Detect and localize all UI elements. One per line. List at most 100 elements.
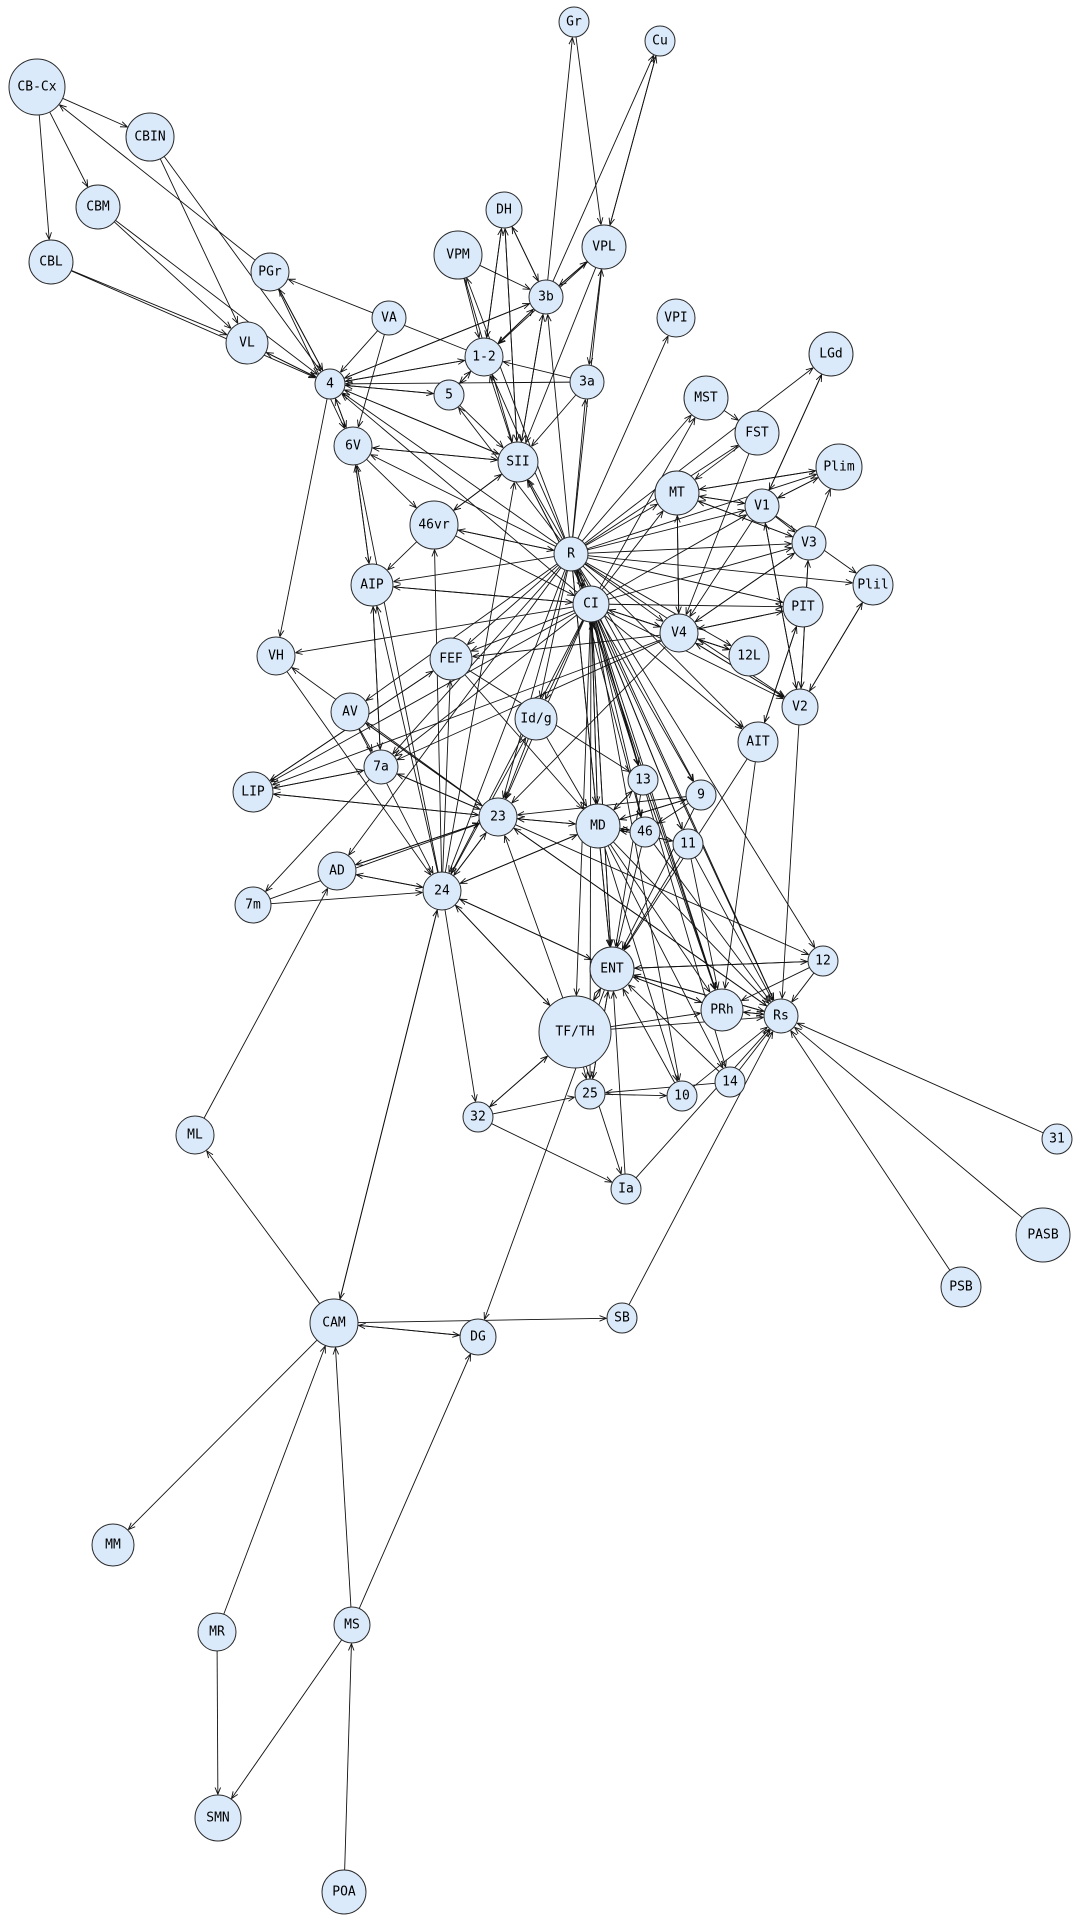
- edge-PGr-to-6V: [277, 288, 344, 428]
- node-Cu: Cu: [644, 25, 676, 57]
- edge-10-to-Rs: [693, 1027, 767, 1087]
- node-LGd: LGd: [808, 331, 854, 377]
- node-label: DG: [470, 1330, 486, 1345]
- edge-4-to-VL: [267, 353, 317, 378]
- node-label: CAM: [322, 1316, 346, 1331]
- node-Gr: Gr: [558, 6, 590, 38]
- edge-12-to-Rs: [792, 972, 815, 1002]
- node-MM: MM: [91, 1523, 135, 1567]
- edge-V4-to-LIP: [273, 639, 662, 785]
- edge-7a-to-7m: [266, 779, 370, 891]
- edge-R-to-VPI: [577, 336, 668, 539]
- edge-R-to-AD: [349, 567, 562, 855]
- edge-7a-to-AIP: [373, 607, 381, 751]
- node-label: 5: [445, 388, 453, 403]
- edge-VPL-to-SII: [526, 267, 597, 442]
- edge-CBM-to-VL: [113, 221, 231, 328]
- edge-AIT-to-PIT: [763, 627, 796, 724]
- edge-R-to-3a: [572, 400, 586, 538]
- edge-MR-to-SMN: [217, 1650, 218, 1794]
- node-circle: [514, 697, 558, 741]
- node-label: 14: [722, 1075, 738, 1090]
- edge-R-to-AIP: [394, 556, 555, 582]
- edge-24-to-FEF: [442, 681, 450, 873]
- node-label: VPM: [446, 248, 470, 263]
- edge-MD-to-ENT: [599, 847, 610, 946]
- node-label: CBIN: [134, 130, 165, 145]
- node-circle: [572, 585, 610, 623]
- node-label: VH: [268, 649, 284, 664]
- node-VH: VH: [256, 636, 296, 676]
- edge-1-2-to-5: [460, 370, 472, 383]
- edge-V3-to-MT: [699, 501, 794, 538]
- node-POA: POA: [321, 1869, 367, 1915]
- edge-6V-to-4: [336, 399, 347, 429]
- node-label: MS: [344, 1618, 360, 1633]
- node-9: 9: [685, 779, 717, 811]
- node-24: 24: [422, 871, 462, 911]
- node-label: FST: [745, 426, 769, 441]
- node-23: 23: [478, 797, 518, 837]
- node-MD: MD: [575, 803, 621, 849]
- node-V3: V3: [791, 525, 827, 561]
- node-circle: [1015, 1207, 1071, 1263]
- node-circle: [744, 488, 780, 524]
- node-circle: [659, 613, 699, 653]
- edge-MD-to-CI: [592, 623, 598, 805]
- edge-CB-Cx-to-CBL: [38, 114, 49, 239]
- node-DG: DG: [459, 1318, 497, 1356]
- edge-AIP-to-6V: [356, 466, 370, 565]
- node-label: SB: [614, 1311, 630, 1326]
- edge-Ia-to-ENT: [613, 992, 626, 1175]
- edge-46-to-MD: [621, 829, 631, 830]
- node-circle: [808, 331, 854, 377]
- node-31: 31: [1041, 1123, 1073, 1155]
- node-circle: [497, 441, 539, 483]
- node-label: VA: [381, 311, 397, 326]
- node-R: R: [553, 536, 589, 572]
- edge-R-to-7a: [393, 566, 561, 754]
- node-14: 14: [714, 1066, 746, 1098]
- edge-CI-to-10: [593, 621, 679, 1081]
- node-circle: [1041, 1123, 1073, 1155]
- edge-32-to-TF/TH: [488, 1056, 547, 1108]
- node-circle: [485, 191, 523, 229]
- edge-CBL-to-VL: [71, 269, 226, 334]
- edge-Plim-to-MT: [700, 470, 817, 490]
- node-circle: [734, 410, 780, 456]
- node-circle: [656, 298, 696, 338]
- edge-7m-to-24: [270, 892, 422, 905]
- node-label: 4: [326, 377, 334, 392]
- node-circle: [781, 688, 819, 726]
- node-circle: [350, 563, 394, 607]
- edge-SII-to-46vr: [454, 473, 503, 510]
- edge-23-to-7a: [398, 774, 481, 810]
- node-label: MD: [590, 819, 606, 834]
- node-CBM: CBM: [75, 184, 121, 230]
- edge-PSB-to-Rs: [791, 1031, 951, 1271]
- edge-layer: [38, 36, 1044, 1871]
- node-TF-TH: TF/TH: [538, 995, 612, 1069]
- edge-SII-to-3b: [520, 315, 543, 443]
- edge-POA-to-MS: [344, 1644, 352, 1871]
- edge-Gr-to-VPL: [575, 36, 601, 224]
- node-label: CI: [583, 597, 599, 612]
- edge-CB-Cx-to-CBM: [49, 111, 88, 187]
- edge-ENT-to-24: [460, 899, 593, 961]
- edge-V2-to-V1: [765, 524, 798, 690]
- node-MT: MT: [654, 470, 700, 516]
- edge-14-to-ENT: [629, 985, 720, 1072]
- edge-SB-to-Rs: [628, 1032, 773, 1305]
- node-circle: [321, 1869, 367, 1915]
- node-VPL: VPL: [581, 224, 627, 270]
- edge-CI-to-PIT: [608, 604, 782, 606]
- node-circle: [333, 426, 373, 466]
- node-PSB: PSB: [940, 1266, 982, 1308]
- edge-PASB-to-Rs: [795, 1028, 1023, 1219]
- edge-DG-to-CAM: [359, 1325, 461, 1336]
- edge-R-to-MST: [581, 415, 691, 542]
- edge-FST-to-MT: [695, 445, 740, 479]
- edge-CI-to-V2: [606, 611, 783, 699]
- node-label: AIP: [360, 578, 384, 593]
- edge-R-to-LGd: [584, 368, 812, 544]
